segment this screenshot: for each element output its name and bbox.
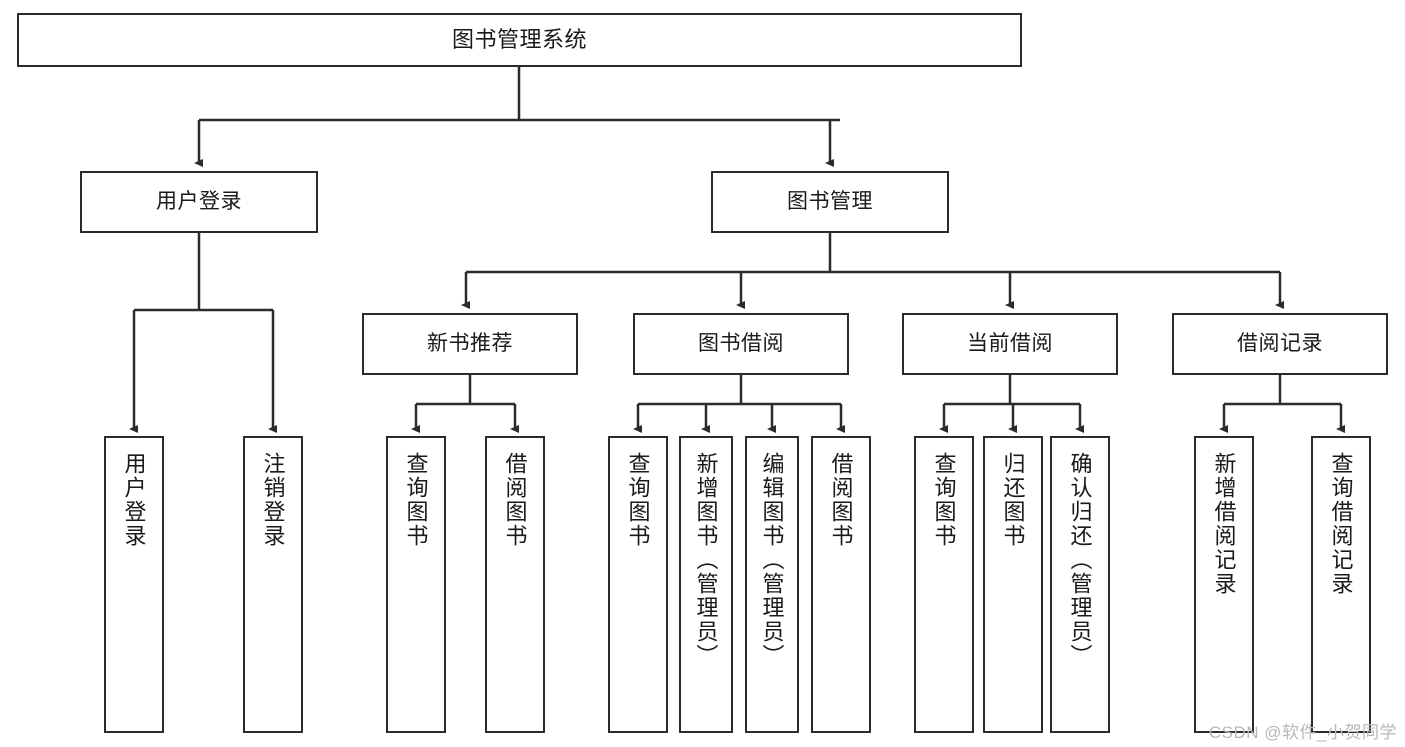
node-book-borrow-label: 图书借阅	[698, 331, 784, 355]
node-leaf-user-logout-label: 注销登录	[260, 452, 286, 548]
node-leaf-add-record[interactable]: 新增借阅记录	[1194, 436, 1254, 733]
node-current-borrow[interactable]: 当前借阅	[902, 313, 1118, 375]
node-leaf-borrow-book-1[interactable]: 借阅图书	[485, 436, 545, 733]
node-borrow-record[interactable]: 借阅记录	[1172, 313, 1388, 375]
node-leaf-query-record-label: 查询借阅记录	[1328, 452, 1354, 596]
node-book-borrow[interactable]: 图书借阅	[633, 313, 849, 375]
node-leaf-return-book[interactable]: 归还图书	[983, 436, 1043, 733]
node-leaf-edit-book-label: 编辑图书（管理员）	[759, 452, 785, 668]
node-user-login-label: 用户登录	[156, 189, 242, 213]
node-root[interactable]: 图书管理系统	[17, 13, 1022, 67]
node-leaf-return-book-label: 归还图书	[1000, 452, 1026, 548]
watermark: CSDN @软件_小贺同学	[1208, 723, 1397, 742]
node-leaf-borrow-book-1-label: 借阅图书	[502, 452, 528, 548]
node-leaf-user-login-label: 用户登录	[121, 452, 147, 548]
node-book-manage[interactable]: 图书管理	[711, 171, 949, 233]
node-new-book-rec[interactable]: 新书推荐	[362, 313, 578, 375]
node-user-login[interactable]: 用户登录	[80, 171, 318, 233]
node-leaf-query-book-1[interactable]: 查询图书	[386, 436, 446, 733]
node-leaf-add-record-label: 新增借阅记录	[1211, 452, 1237, 596]
node-leaf-borrow-book-2[interactable]: 借阅图书	[811, 436, 871, 733]
node-leaf-query-book-3-label: 查询图书	[931, 452, 957, 548]
node-book-manage-label: 图书管理	[787, 189, 873, 213]
node-leaf-edit-book[interactable]: 编辑图书（管理员）	[745, 436, 799, 733]
node-leaf-user-logout[interactable]: 注销登录	[243, 436, 303, 733]
node-current-borrow-label: 当前借阅	[967, 331, 1053, 355]
node-leaf-user-login[interactable]: 用户登录	[104, 436, 164, 733]
node-new-book-rec-label: 新书推荐	[427, 331, 513, 355]
node-leaf-query-book-2-label: 查询图书	[625, 452, 651, 548]
node-leaf-borrow-book-2-label: 借阅图书	[828, 452, 854, 548]
node-root-label: 图书管理系统	[451, 27, 587, 53]
node-leaf-add-book-label: 新增图书（管理员）	[693, 452, 719, 668]
node-borrow-record-label: 借阅记录	[1237, 331, 1323, 355]
node-leaf-query-book-2[interactable]: 查询图书	[608, 436, 668, 733]
node-leaf-query-book-1-label: 查询图书	[403, 452, 429, 548]
node-leaf-confirm-return-label: 确认归还（管理员）	[1067, 452, 1093, 668]
node-leaf-add-book[interactable]: 新增图书（管理员）	[679, 436, 733, 733]
node-leaf-confirm-return[interactable]: 确认归还（管理员）	[1050, 436, 1110, 733]
node-leaf-query-book-3[interactable]: 查询图书	[914, 436, 974, 733]
node-leaf-query-record[interactable]: 查询借阅记录	[1311, 436, 1371, 733]
